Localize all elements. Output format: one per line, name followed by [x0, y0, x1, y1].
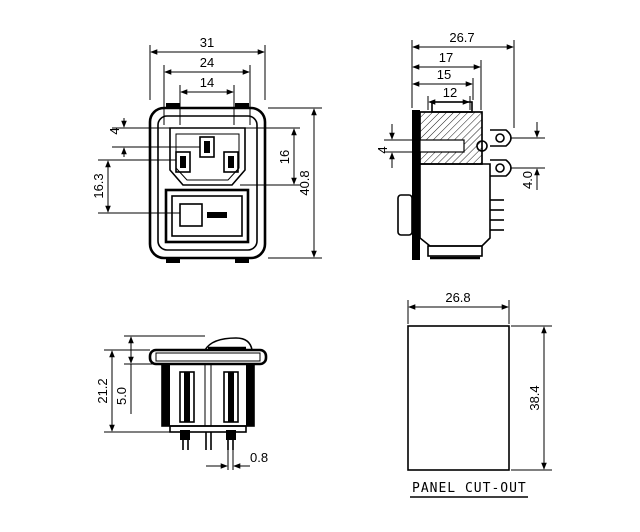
front-outer-body — [148, 106, 267, 260]
bottom-rocker — [204, 337, 253, 351]
side-terminal-bottom — [490, 159, 512, 177]
dim-bottom-0-8: 0.8 — [250, 450, 268, 465]
side-body — [419, 163, 491, 247]
side-inlet-hatched — [419, 111, 483, 165]
dim-front-14: 14 — [200, 75, 214, 90]
bottom-view: 21.2 5.0 0.8 — [95, 335, 268, 470]
dim-front-24: 24 — [200, 55, 214, 70]
front-switch-inner — [171, 195, 243, 237]
side-pin-bore — [419, 139, 465, 153]
front-top-latch-left — [166, 103, 180, 109]
dim-cutout-38-4: 38.4 — [527, 385, 542, 410]
bottom-body — [161, 363, 255, 427]
bottom-flange — [148, 348, 268, 366]
dim-cutout-26-8: 26.8 — [445, 290, 470, 305]
side-view: 26.7 17 15 12 4 4.0 — [375, 30, 545, 260]
front-bottom-latch-left — [166, 257, 180, 263]
front-inner-rim — [157, 115, 258, 251]
panel-cutout-view: 26.8 38.4 PANEL CUT-OUT — [407, 290, 552, 498]
front-switch-frame — [164, 188, 250, 244]
side-bottom-rail — [427, 245, 483, 257]
dim-front-16: 16 — [277, 150, 292, 164]
panel-cutout-rect — [407, 325, 510, 471]
dim-side-17: 17 — [439, 50, 453, 65]
side-terminal-top — [490, 129, 512, 147]
front-switch-indicator — [207, 212, 227, 218]
front-switch-rocker-off — [179, 203, 203, 227]
dim-side-15: 15 — [437, 67, 451, 82]
front-pin-left-core — [180, 156, 186, 168]
dim-front-40-8: 40.8 — [297, 170, 312, 195]
dim-bottom-5-0: 5.0 — [114, 387, 129, 405]
side-switch-knob — [397, 194, 413, 236]
front-pin-earth-core — [204, 141, 210, 153]
dim-side-4-0: 4.0 — [520, 171, 535, 189]
front-pin-right-core — [228, 156, 234, 168]
dim-side-4: 4 — [375, 146, 390, 153]
front-top-latch-right — [235, 103, 249, 109]
front-bottom-latch-right — [235, 257, 249, 263]
front-view: 31 24 14 4 16.3 16 40.8 — [91, 35, 322, 263]
panel-cutout-caption: PANEL CUT-OUT — [412, 481, 527, 496]
side-front-flange — [412, 110, 420, 260]
dim-side-12: 12 — [443, 85, 457, 100]
dim-bottom-21-2: 21.2 — [95, 378, 110, 403]
dim-front-31: 31 — [200, 35, 214, 50]
front-pin-left — [175, 151, 191, 173]
dim-side-26-7: 26.7 — [449, 30, 474, 45]
front-pin-right — [223, 151, 239, 173]
dim-front-4: 4 — [107, 127, 122, 134]
side-pin-tip — [476, 140, 488, 152]
dim-front-16-3: 16.3 — [91, 173, 106, 198]
